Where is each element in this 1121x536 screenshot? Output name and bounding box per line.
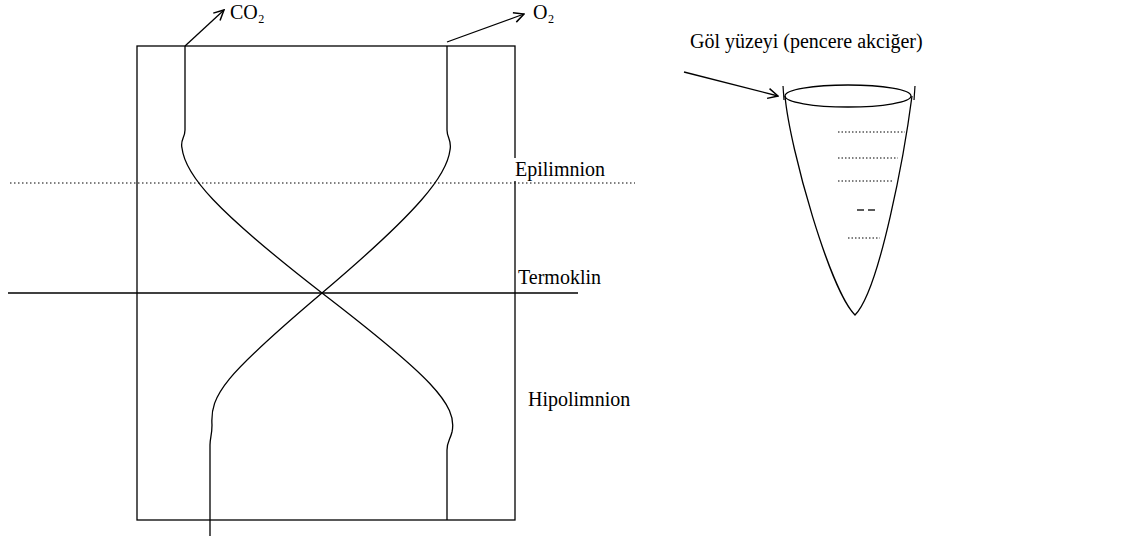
co2-arrow bbox=[185, 10, 224, 46]
layer-label: Hipolimnion bbox=[526, 388, 632, 411]
lake-cone bbox=[785, 96, 912, 315]
surface-pointer bbox=[684, 72, 778, 96]
layer-dots bbox=[838, 158, 898, 159]
o2-arrow bbox=[447, 14, 524, 42]
layer-dots bbox=[838, 132, 905, 133]
lake-surface bbox=[785, 85, 911, 107]
layer-dash bbox=[868, 209, 875, 210]
layer-dots bbox=[838, 181, 893, 182]
thermocline-line bbox=[8, 292, 578, 293]
rim-tick bbox=[914, 86, 915, 100]
layer-label: Termoklin bbox=[516, 266, 603, 289]
epilimnion-line bbox=[10, 183, 635, 184]
layer-dots bbox=[848, 238, 880, 239]
layer-label: Epilimnion bbox=[513, 158, 607, 181]
co2-curve bbox=[182, 46, 453, 520]
gas-label: O₂ bbox=[531, 1, 556, 24]
surface-label: Göl yüzeyi (pencere akciğer) bbox=[688, 30, 925, 53]
water-column-box bbox=[137, 46, 515, 520]
gas-label: CO₂ bbox=[228, 1, 267, 24]
rim-tick bbox=[783, 86, 784, 100]
layer-dash bbox=[857, 209, 864, 210]
o2-curve bbox=[210, 46, 450, 536]
